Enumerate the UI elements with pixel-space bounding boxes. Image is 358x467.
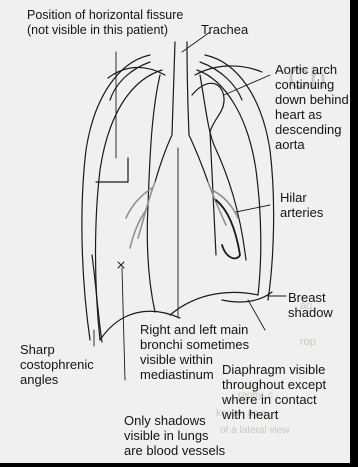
rib xyxy=(200,62,242,100)
trachea-right-wall xyxy=(187,42,189,135)
mediastinum-right-border xyxy=(147,75,160,312)
leader-blood-vessels xyxy=(122,268,125,380)
leader-hilar-arteries xyxy=(236,205,270,212)
leader-diaphragm xyxy=(248,300,265,330)
left-hilar-vessel xyxy=(208,182,226,225)
leader-aortic-arch xyxy=(224,75,270,95)
left-chest-wall xyxy=(205,55,274,300)
label-blood-vessels: Only shadows visible in lungs are blood … xyxy=(124,413,225,458)
book-page: Ch ag rop raphy, c known as a of a later… xyxy=(0,0,350,463)
right-costophrenic-line xyxy=(92,255,102,342)
label-breast-shadow: Breast shadow xyxy=(288,290,333,320)
label-diaphragm: Diaphragm visible throughout except wher… xyxy=(222,362,326,422)
lung-vessel-mark xyxy=(118,262,124,268)
right-main-bronchus xyxy=(155,135,172,182)
mediastinum-left-border xyxy=(200,75,246,260)
label-hilar-arteries: Hilar arteries xyxy=(280,190,323,220)
label-horizontal-fissure: Position of horizontal fissure (not visi… xyxy=(27,8,183,38)
left-main-bronchus xyxy=(189,135,208,182)
trachea-left-wall xyxy=(172,42,175,135)
label-aortic-arch: Aortic arch continuing down behind heart… xyxy=(275,62,349,152)
label-costophrenic: Sharp costophrenic angles xyxy=(20,342,94,387)
left-hemidiaphragm xyxy=(170,292,258,315)
label-trachea: Trachea xyxy=(201,22,248,37)
